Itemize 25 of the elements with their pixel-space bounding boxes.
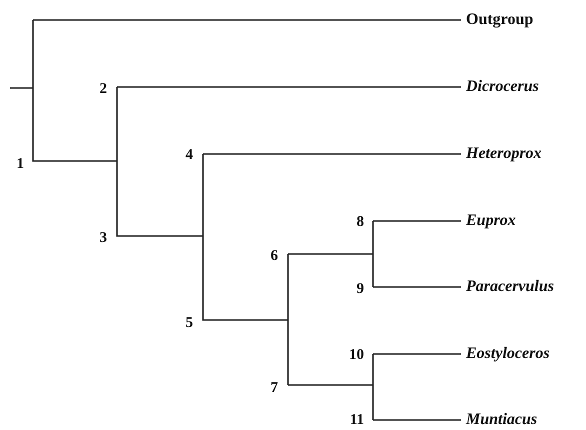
clade-number: 5	[184, 314, 193, 332]
clade-number: 9	[356, 280, 364, 298]
clade-number: 6	[270, 247, 278, 265]
clade-number: 1	[16, 155, 24, 173]
branch-line	[373, 419, 461, 421]
branch-line	[33, 19, 461, 21]
taxon-name: Paracervulus	[466, 277, 554, 297]
clade-number: 4	[184, 146, 193, 164]
taxon-name: Euprox	[466, 211, 516, 231]
branch-line	[203, 153, 461, 155]
clade-number: 11	[348, 411, 364, 429]
branch-line	[373, 220, 461, 222]
taxon-name: Heteroprox	[466, 144, 542, 164]
clade-number: 3	[98, 229, 107, 247]
taxon-name: Dicrocerus	[466, 77, 539, 97]
taxon-name: Outgroup	[466, 10, 534, 30]
taxon-name: Eostyloceros	[466, 344, 550, 364]
clade-number: 8	[356, 213, 364, 231]
clade-number: 2	[98, 80, 107, 98]
branch-line	[117, 86, 461, 88]
taxon-name: Muntiacus	[466, 410, 538, 430]
branch-line	[373, 353, 461, 355]
clade-number: 10	[348, 346, 364, 364]
branch-line	[373, 286, 461, 288]
clade-number: 7	[270, 379, 278, 397]
